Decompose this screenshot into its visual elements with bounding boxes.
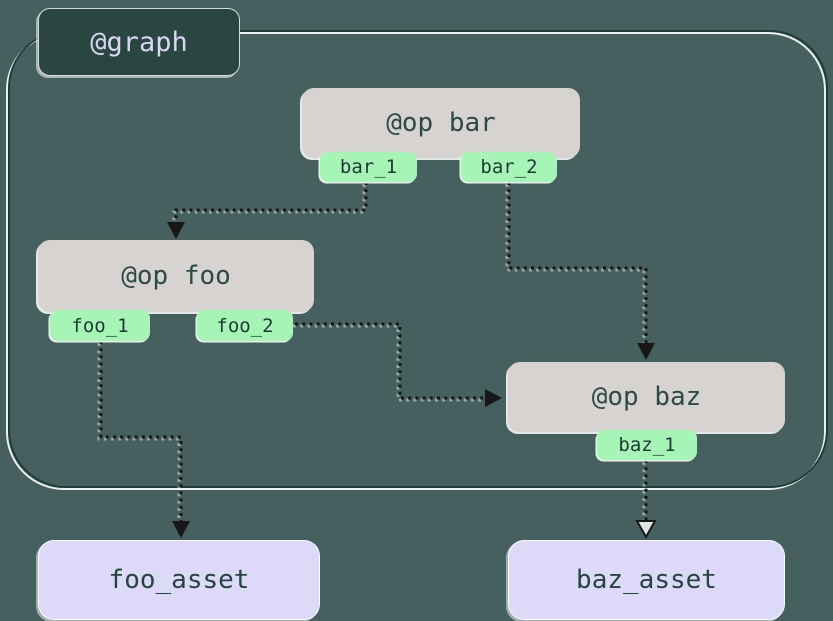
output-tab-foo-1-label: foo_1 <box>71 314 129 337</box>
asset-node-foo-asset: foo_asset <box>38 540 320 620</box>
output-tab-foo-2: foo_2 <box>197 310 293 341</box>
op-bar-label: @op bar <box>386 108 496 138</box>
op-foo-label: @op foo <box>121 261 231 291</box>
op-baz-label: @op baz <box>591 382 702 412</box>
graph-boundary <box>8 30 828 488</box>
output-tab-baz-1: baz_1 <box>597 430 697 460</box>
edge-shadow <box>293 324 486 402</box>
graph-label: @graph <box>90 26 188 58</box>
asset-baz-label: baz_asset <box>576 565 717 595</box>
op-node-baz: @op baz <box>508 362 785 432</box>
op-node-bar: @op bar <box>302 88 580 158</box>
output-tab-foo-2-label: foo_2 <box>216 314 274 337</box>
edge-bar2-to-baz <box>507 182 648 346</box>
edge-shadow <box>97 343 181 526</box>
edge-foo1-to-foo-asset <box>99 341 183 524</box>
arrowhead-foo2-to-baz <box>485 389 502 407</box>
output-tab-bar-2-label: bar_2 <box>480 156 538 178</box>
edges-highlight-group <box>97 184 646 526</box>
asset-foo-label: foo_asset <box>108 565 250 595</box>
output-tab-bar-1-label: bar_1 <box>339 156 398 178</box>
edge-bar1-to-foo <box>174 182 368 225</box>
output-tab-bar-2: bar_2 <box>461 152 557 182</box>
arrowhead-bar1-to-foo <box>167 222 185 239</box>
output-tab-baz-1-label: baz_1 <box>618 434 676 456</box>
arrowhead-bar2-to-baz <box>637 343 655 360</box>
arrowhead-foo1-to-foo-asset <box>172 521 190 538</box>
graph-boundary-highlight <box>6 32 826 490</box>
output-tab-bar-1: bar_1 <box>320 152 417 182</box>
arrowhead-baz1-to-baz-asset <box>635 520 657 540</box>
graph-label-box: @graph <box>38 8 240 76</box>
edge-foo2-to-baz <box>295 322 488 400</box>
asset-node-baz-asset: baz_asset <box>508 540 785 620</box>
edge-shadow <box>505 184 646 348</box>
op-node-foo: @op foo <box>38 240 314 312</box>
output-tab-foo-1: foo_1 <box>50 310 150 341</box>
edge-shadow <box>172 184 366 227</box>
